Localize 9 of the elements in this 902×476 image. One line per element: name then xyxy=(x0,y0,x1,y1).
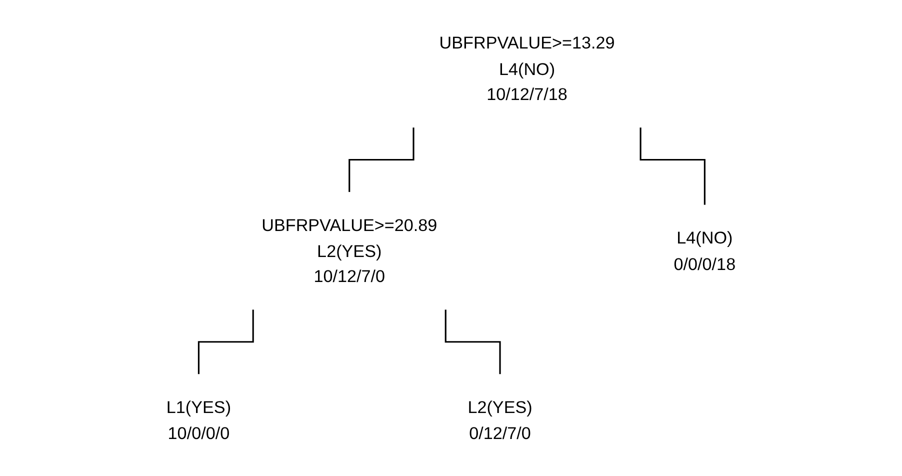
node-text: UBFRPVALUE>=20.89 L2(YES) 10/12/7/0 xyxy=(262,214,438,286)
node-text: L4(NO) 0/0/0/18 xyxy=(674,228,736,274)
node-text: L2(YES) 0/12/7/0 xyxy=(468,397,532,442)
connector xyxy=(640,126,706,206)
node-text: UBFRPVALUE>=13.29 L4(NO) 10/12/7/18 xyxy=(439,32,615,104)
connector xyxy=(348,126,414,194)
connector xyxy=(444,309,501,376)
node-text: L1(YES) 10/0/0/0 xyxy=(166,397,232,442)
connector xyxy=(198,309,254,376)
